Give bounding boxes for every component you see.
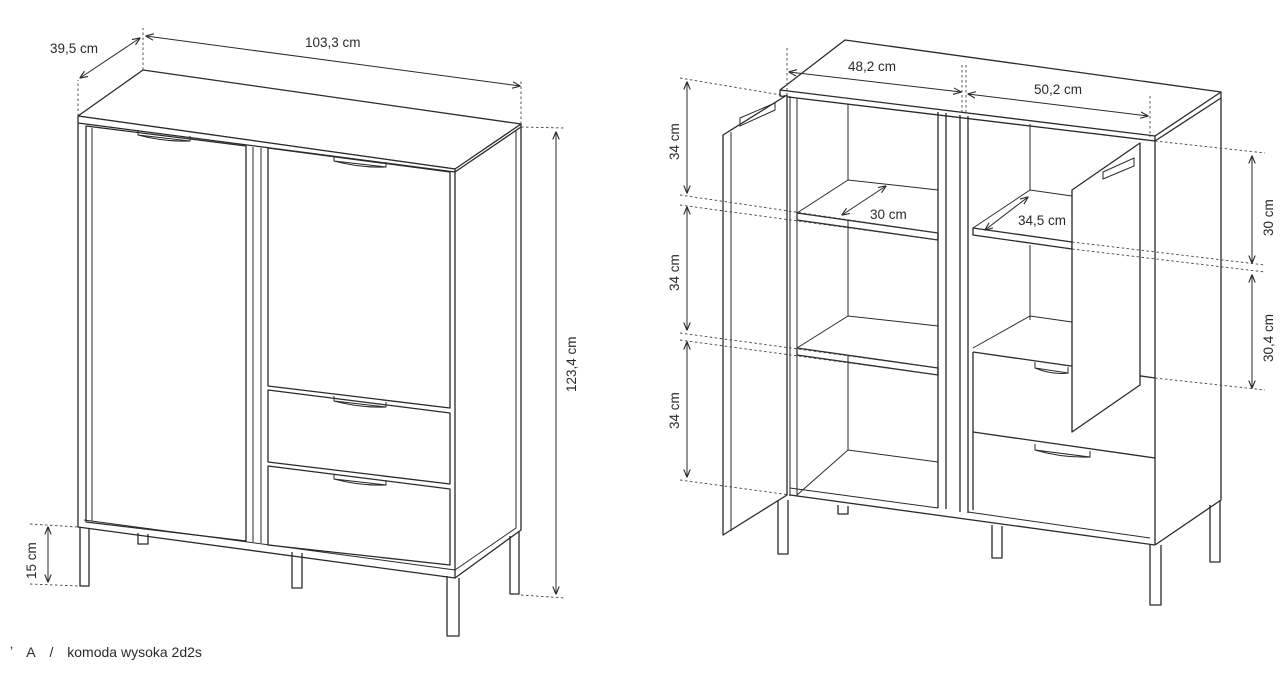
leg-height-label: 15 cm (24, 542, 39, 579)
caption-letter: A (26, 644, 36, 660)
right-section-2-label: 30,4 cm (1261, 314, 1276, 362)
caption-product: komoda wysoka 2d2s (67, 644, 202, 660)
right-compartment-width-label: 50,2 cm (1034, 82, 1082, 97)
depth-label: 39,5 cm (50, 41, 98, 56)
open-cabinet-dimensions (679, 48, 1266, 496)
left-compartment-width-label: 48,2 cm (848, 59, 896, 74)
right-section-1-label: 30 cm (1261, 199, 1276, 236)
left-section-2-label: 34 cm (667, 254, 682, 291)
right-shelf-depth-label: 34,5 cm (1018, 213, 1066, 228)
caption: ʼ A / komoda wysoka 2d2s (10, 644, 212, 660)
left-section-1-label: 34 cm (667, 123, 682, 160)
closed-cabinet-view (77, 69, 522, 637)
open-cabinet-view (722, 39, 1222, 606)
height-label: 123,4 cm (564, 336, 579, 392)
left-section-3-label: 34 cm (667, 392, 682, 429)
left-shelf-depth-label: 30 cm (870, 207, 907, 222)
closed-cabinet-dimensions (29, 28, 566, 599)
caption-separator: / (49, 644, 54, 660)
width-label: 103,3 cm (305, 35, 361, 50)
caption-tick: ʼ (10, 644, 14, 660)
